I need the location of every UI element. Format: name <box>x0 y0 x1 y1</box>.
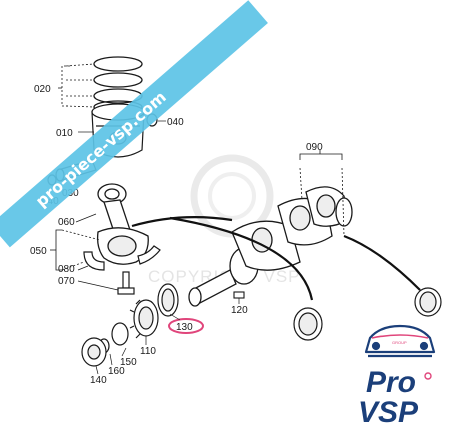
label-010: 010 <box>56 128 73 139</box>
bracket-050 <box>50 229 101 271</box>
label-130: 130 <box>176 322 193 333</box>
main-bearings <box>293 287 442 341</box>
connecting-rod <box>96 183 149 265</box>
provsp-logo: GROUP Pro VSP <box>358 324 436 429</box>
rod-bolt <box>117 271 135 295</box>
label-110: 110 <box>140 346 156 357</box>
label-080: 080 <box>58 264 75 275</box>
logo-group-text: GROUP <box>392 340 407 345</box>
bracket-090 <box>299 150 345 237</box>
car-icon <box>364 324 436 358</box>
timing-gear <box>81 283 179 367</box>
label-120: 120 <box>231 305 248 316</box>
copyright-watermark: COPYRIGHT VSP <box>148 154 300 286</box>
rod-bearing-shells <box>83 245 161 271</box>
label-040-upper: 040 <box>167 117 184 128</box>
crank-key <box>233 291 245 299</box>
label-020: 020 <box>34 84 51 95</box>
pointer-lines <box>131 215 421 301</box>
label-060: 060 <box>58 217 75 228</box>
label-070: 070 <box>58 276 75 287</box>
bracket-020 <box>58 63 95 108</box>
logo-vsp-text: VSP <box>358 396 419 429</box>
label-090: 090 <box>306 142 323 153</box>
logo-pro-text: Pro <box>366 366 416 399</box>
url-watermark-banner: pro-piece-vsp.com <box>0 0 268 248</box>
label-150: 150 <box>120 357 137 368</box>
label-140: 140 <box>90 375 107 386</box>
leader-lines <box>95 313 181 375</box>
label-160: 160 <box>108 366 125 377</box>
highlight-130 <box>168 318 204 334</box>
logo-dot-icon <box>424 372 432 380</box>
label-050: 050 <box>30 246 47 257</box>
